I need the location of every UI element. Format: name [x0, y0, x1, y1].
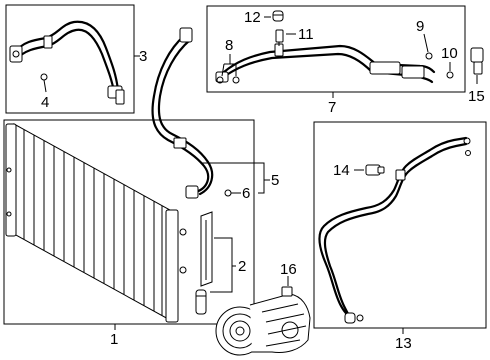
valve-core-11 [275, 29, 284, 46]
callout-12: 12 [244, 9, 261, 26]
leader-9 [423, 33, 429, 53]
callout-9: 9 [416, 18, 424, 35]
condenser-1 [5, 123, 187, 323]
pressure-line-13 [318, 136, 471, 324]
suction-hose-3 [9, 20, 125, 105]
cap-12 [272, 10, 284, 22]
pressure-sensor-14 [365, 164, 385, 176]
callout-13: 13 [395, 335, 412, 352]
bracket-15 [470, 47, 484, 75]
o-ring-9 [425, 52, 433, 60]
o-rings-8 [216, 76, 240, 84]
callout-10: 10 [441, 45, 458, 62]
discharge-hose-5 [151, 27, 214, 199]
pressure-line-group-13-box [313, 121, 487, 329]
callout-6: 6 [242, 185, 250, 202]
o-ring-13a [465, 150, 471, 156]
callout-2: 2 [238, 258, 246, 275]
callout-15: 15 [468, 88, 485, 105]
compressor-16 [215, 286, 311, 356]
callout-1: 1 [110, 331, 118, 348]
liquid-line-group-7-box [206, 5, 466, 93]
leader-8 [221, 54, 237, 77]
o-ring-13b [356, 314, 364, 322]
callout-5: 5 [271, 172, 279, 189]
o-ring-10 [446, 71, 454, 79]
callout-11: 11 [298, 26, 314, 43]
liquid-line-7 [215, 43, 436, 84]
callout-7: 7 [328, 99, 336, 116]
callout-4: 4 [41, 94, 49, 111]
leader-2 [210, 237, 236, 293]
callout-8: 8 [225, 37, 233, 54]
o-ring-4 [40, 73, 48, 81]
receiver-drier-2 [195, 211, 213, 315]
leader-5 [200, 162, 270, 194]
callout-3: 3 [139, 48, 147, 65]
callout-16: 16 [280, 261, 297, 278]
callout-14: 14 [333, 162, 350, 179]
condenser-group-1-box [3, 119, 255, 325]
o-ring-6 [224, 189, 232, 197]
leader-4 [43, 79, 47, 93]
hose-group-3-box [5, 4, 135, 114]
